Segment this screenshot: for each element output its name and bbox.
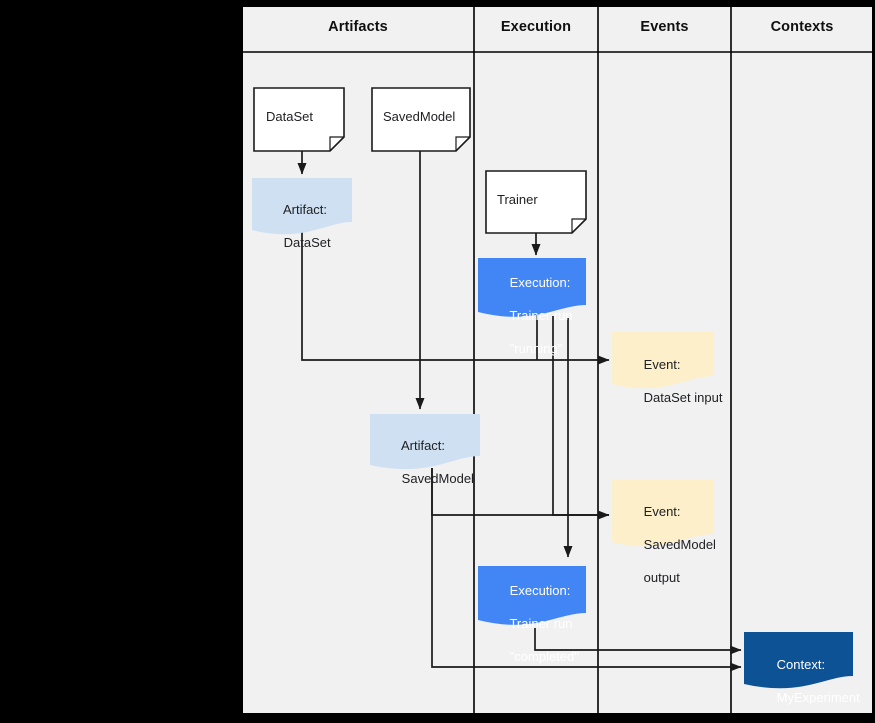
node-artifact-savedmodel[interactable] bbox=[370, 414, 480, 470]
context-myexperiment-shape bbox=[744, 632, 853, 689]
savedmodel-doc-shape bbox=[371, 87, 471, 152]
node-execution-completed[interactable] bbox=[478, 566, 586, 625]
dataset-doc-shape bbox=[253, 87, 345, 152]
lane-title-contexts: Contexts bbox=[770, 19, 834, 35]
lane-title-artifacts: Artifacts bbox=[328, 19, 388, 35]
node-artifact-dataset[interactable] bbox=[252, 178, 352, 235]
edge-artifact-dataset-to-event-dataset-input bbox=[301, 232, 610, 365]
diagram-canvas bbox=[241, 5, 874, 715]
trainer-doc-fold bbox=[571, 218, 586, 233]
connector-layer bbox=[297, 151, 742, 672]
ml-metadata-diagram: Artifacts Execution Events Contexts Data… bbox=[241, 5, 874, 715]
node-context-myexperiment[interactable] bbox=[744, 632, 853, 689]
node-dataset-doc[interactable] bbox=[253, 87, 345, 152]
artifact-dataset-shape bbox=[252, 178, 352, 235]
event-savedmodel-output-shape bbox=[612, 480, 714, 547]
execution-completed-shape bbox=[478, 566, 586, 625]
event-dataset-input-shape bbox=[612, 332, 714, 389]
node-event-dataset-input[interactable] bbox=[612, 332, 714, 389]
node-execution-running[interactable] bbox=[478, 258, 586, 317]
execution-running-shape bbox=[478, 258, 586, 317]
node-event-savedmodel-output[interactable] bbox=[612, 480, 714, 547]
edge-execution-completed-to-context bbox=[534, 628, 742, 655]
edge-artifact-savedmodel-to-context bbox=[431, 468, 742, 672]
artifact-savedmodel-shape bbox=[370, 414, 480, 470]
node-trainer-doc[interactable] bbox=[485, 170, 587, 234]
dataset-doc-fold bbox=[329, 136, 344, 151]
trainer-doc-shape bbox=[485, 170, 587, 234]
lane-title-execution: Execution bbox=[500, 19, 572, 35]
savedmodel-doc-fold bbox=[455, 136, 470, 151]
node-savedmodel-doc[interactable] bbox=[371, 87, 471, 152]
lane-title-events: Events bbox=[640, 19, 689, 35]
